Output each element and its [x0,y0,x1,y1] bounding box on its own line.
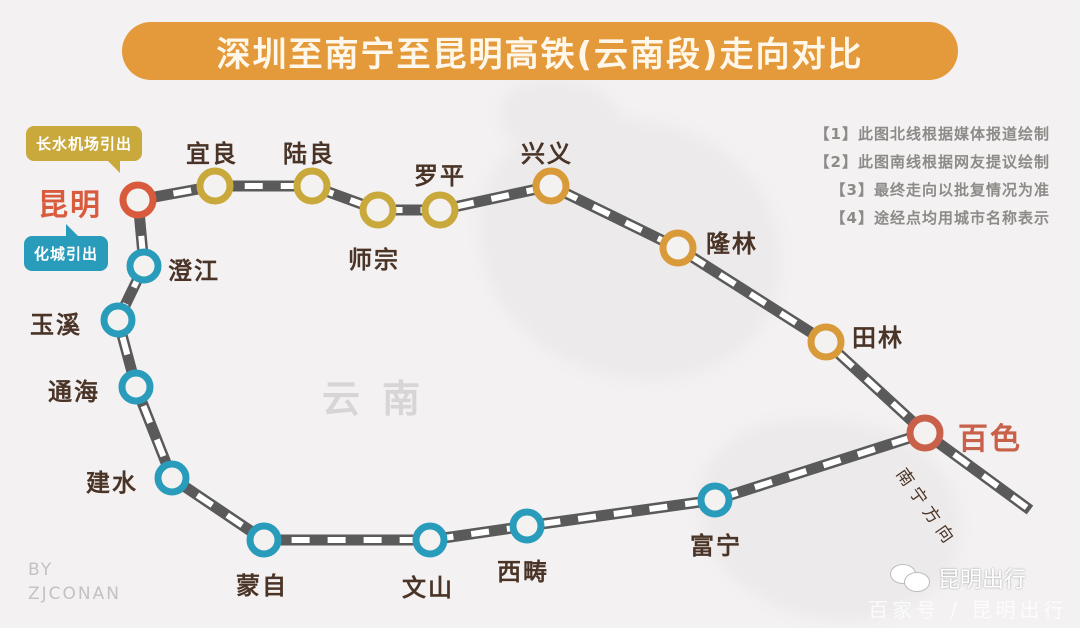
station-marker-luliang [293,167,331,205]
north-branch-bubble: 长水机场引出 [26,126,143,173]
station-marker-longlin [659,229,697,267]
south-branch-label: 化城引出 [34,245,99,263]
station-marker-xingyi [532,167,570,205]
credit-name: ZJCONAN [28,584,121,604]
station-label-baise: 百色 [958,422,1022,457]
title-banner: 深圳至南宁至昆明高铁(云南段)走向对比 [122,22,958,80]
station-marker-mengzi [246,522,282,558]
station-marker-tonghai [118,369,154,405]
station-label-wenshan: 文山 [402,574,454,602]
south-branch-bubble: 化城引出 [24,224,109,271]
station-label-shizong: 师宗 [348,246,400,274]
station-marker-chengjiang [126,248,162,284]
map-region-shape [480,120,780,380]
station-marker-shizong [359,191,397,229]
province-watermark: 云南 [322,376,443,421]
station-label-luliang: 陆良 [283,140,335,168]
wechat-icon [890,564,930,592]
station-label-xingyi: 兴义 [521,140,573,168]
station-marker-jianshui [154,460,190,496]
north-route-track [137,180,929,438]
station-label-jianshui: 建水 [86,469,138,497]
note-item: 【2】此图南线根据网友提议绘制 [814,153,1050,171]
station-marker-baise [906,414,944,452]
note-item: 【1】此图北线根据媒体报道绘制 [814,125,1050,143]
station-label-yuxi: 玉溪 [30,311,82,339]
station-marker-yiliang [196,167,234,205]
author-credit: BY ZJCONAN [28,558,121,606]
station-label-chengjiang: 澄江 [168,257,220,285]
notes-list: 【1】此图北线根据媒体报道绘制 【2】此图南线根据网友提议绘制 【3】最终走向以… [815,120,1050,232]
wechat-watermark: 昆明出行 [890,562,1026,594]
station-label-tianlin: 田林 [852,324,904,352]
bubble-tail [106,159,121,173]
station-label-mengzi: 蒙自 [236,572,288,600]
credit-by: BY [28,560,54,580]
station-label-kunming: 昆明 [38,188,102,223]
nanning-extension-track [921,428,1034,515]
bubble-tail [66,224,80,238]
station-marker-funing [697,482,733,518]
station-label-luoping: 罗平 [414,162,466,190]
map-region-shape [500,80,620,160]
baijia-watermark: 百家号 / 昆明出行 [868,598,1068,622]
station-marker-yuxi [100,302,136,338]
north-branch-label: 长水机场引出 [36,135,133,153]
station-marker-wenshan [412,522,448,558]
note-item: 【3】最终走向以批复情况为准 [830,181,1050,199]
station-marker-luoping [421,191,459,229]
station-marker-kunming [119,181,157,219]
station-label-yiliang: 宜良 [186,140,238,168]
wechat-account-name: 昆明出行 [938,568,1027,593]
station-marker-tianlin [807,323,845,361]
station-label-tonghai: 通海 [48,378,100,406]
station-label-longlin: 隆林 [706,230,758,258]
page-title: 深圳至南宁至昆明高铁(云南段)走向对比 [216,34,864,75]
station-label-funing: 富宁 [690,532,742,560]
south-route-track [112,199,927,546]
station-marker-xichou [509,508,545,544]
note-item: 【4】途经点均用城市名称表示 [830,209,1050,227]
station-label-xichou: 西畴 [497,558,549,586]
